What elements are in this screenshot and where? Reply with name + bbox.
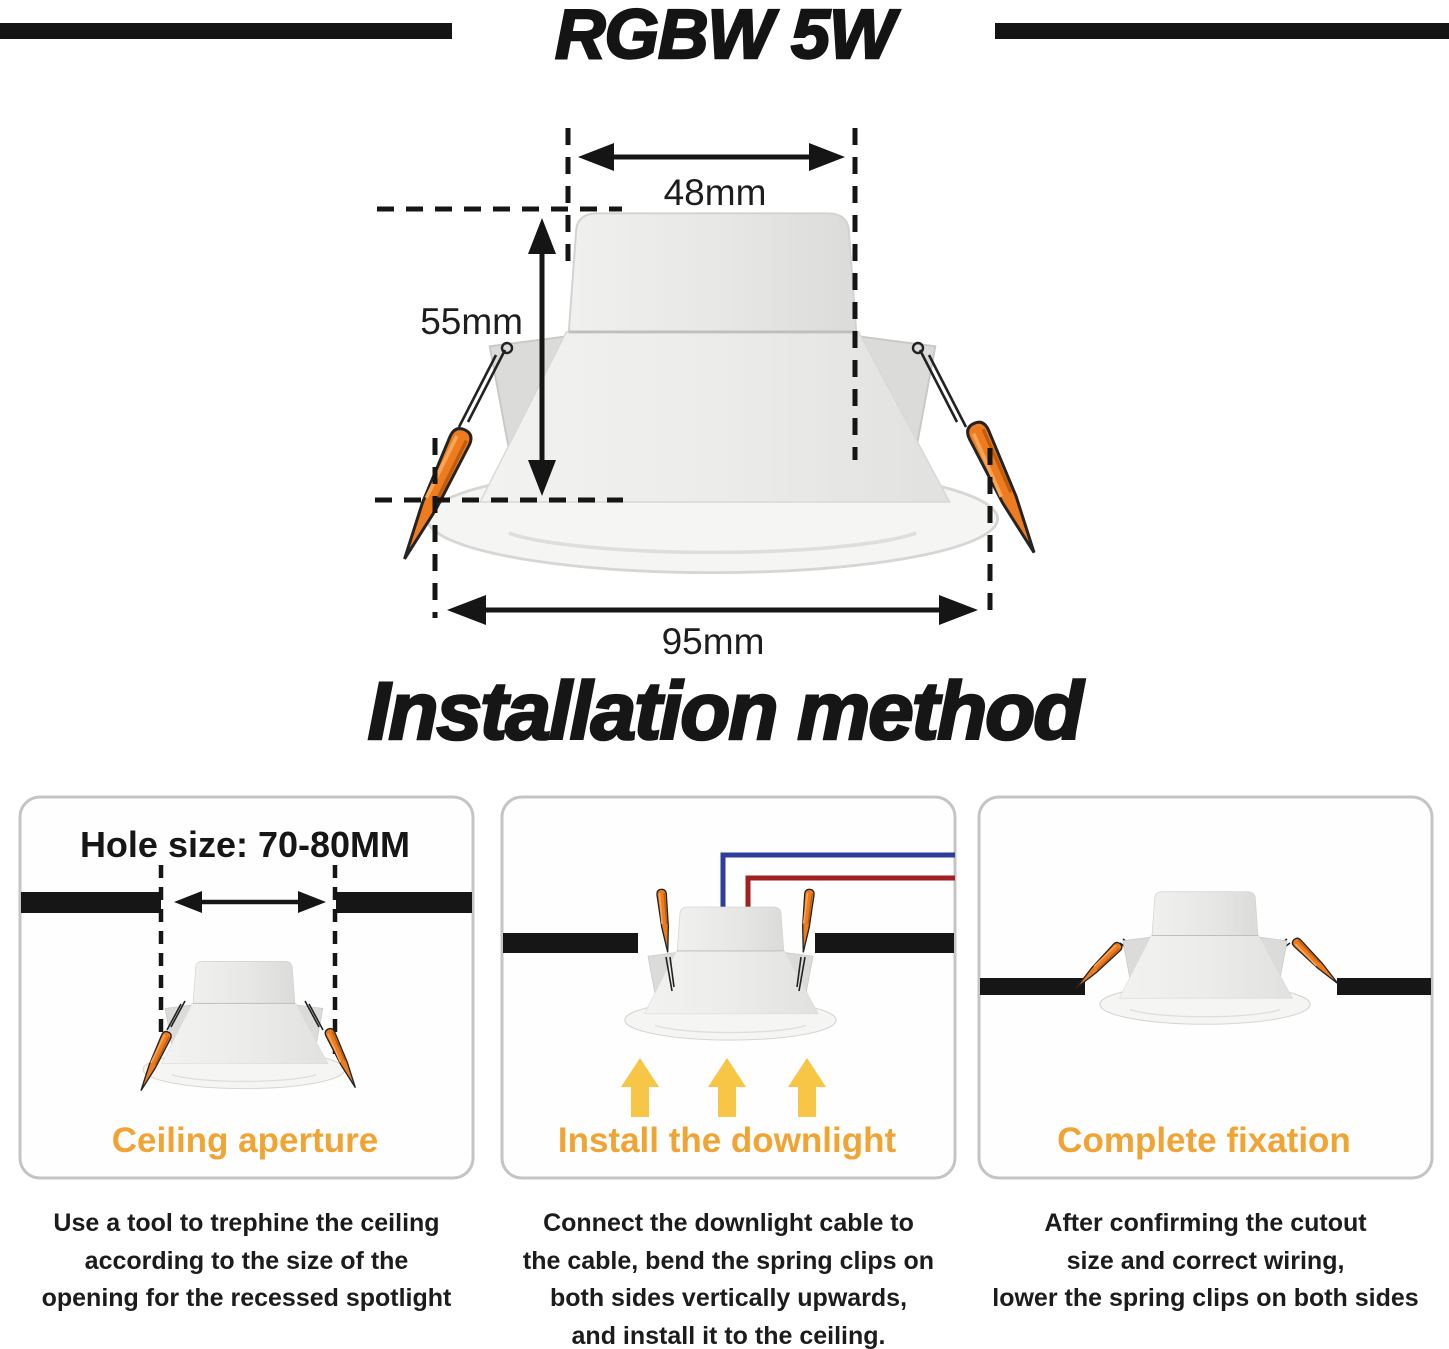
ceiling-bar-left bbox=[21, 892, 161, 913]
description-line: according to the size of the bbox=[84, 1246, 409, 1275]
up-arrow-icon bbox=[621, 1058, 659, 1117]
dim-55mm: 55mm bbox=[375, 206, 623, 503]
step-panel-complete-fixation: Complete fixation bbox=[977, 795, 1434, 1180]
ceiling-bar-right bbox=[336, 892, 472, 913]
description-line: lower the spring clips on both sides bbox=[992, 1284, 1419, 1312]
up-arrow-icon bbox=[708, 1058, 746, 1117]
description-line: Connect the downlight cable to bbox=[543, 1209, 914, 1237]
ceiling-bar-right bbox=[815, 933, 954, 953]
description-line: both sides vertically upwards, bbox=[549, 1284, 908, 1312]
ceiling-bar-left bbox=[503, 933, 638, 953]
spring-clip-right-icon bbox=[304, 1000, 361, 1091]
title-rule-left bbox=[0, 23, 452, 39]
downlight-figure-small bbox=[1071, 891, 1343, 1025]
description-line: Use a tool to trephine the ceiling bbox=[53, 1209, 440, 1237]
step-caption: Install the downlight bbox=[558, 1121, 897, 1160]
step-caption: Ceiling aperture bbox=[112, 1121, 378, 1160]
up-arrow-icon bbox=[788, 1058, 826, 1117]
hole-width-arrow-icon bbox=[174, 891, 326, 913]
step-description-3: After confirming the cutout size and cor… bbox=[977, 1205, 1434, 1318]
dim-48mm-label: 48mm bbox=[664, 172, 767, 213]
ceiling-bar-right bbox=[1337, 978, 1431, 995]
step-description-1: Use a tool to trephine the ceiling accor… bbox=[18, 1205, 475, 1318]
spring-clip-left-icon bbox=[393, 341, 514, 566]
installation-heading: Installation method bbox=[366, 665, 1084, 759]
title-rule-right bbox=[995, 23, 1449, 39]
description-line: and install it to the ceiling. bbox=[571, 1321, 886, 1349]
up-arrows bbox=[621, 1058, 826, 1117]
description-line: size and correct wiring, bbox=[1066, 1246, 1345, 1275]
step-panel-ceiling-aperture: Hole size: 70-80MM bbox=[18, 795, 475, 1180]
description-line: After confirming the cutout bbox=[1044, 1209, 1367, 1237]
page-title: RGBW 5W bbox=[554, 0, 896, 74]
step-caption: Complete fixation bbox=[1057, 1121, 1351, 1160]
dim-48mm: 48mm bbox=[565, 128, 858, 460]
downlight-figure bbox=[393, 211, 1046, 575]
description-line: the cable, bend the spring clips on bbox=[522, 1246, 935, 1275]
downlight-figure-small bbox=[624, 887, 837, 1041]
description-line: opening for the recessed spotlight bbox=[41, 1284, 452, 1312]
dim-55mm-label: 55mm bbox=[420, 301, 523, 342]
dim-95mm-label: 95mm bbox=[662, 621, 765, 662]
ceiling-bar-left bbox=[980, 978, 1085, 995]
downlight-figure-small bbox=[135, 960, 361, 1094]
step-panel-install-downlight: Install the downlight bbox=[500, 795, 957, 1180]
spring-clip-left-icon bbox=[655, 887, 675, 992]
spring-clip-right-icon bbox=[911, 341, 1046, 559]
step-description-2: Connect the downlight cable to the cable… bbox=[500, 1205, 957, 1349]
spring-clip-left-icon bbox=[135, 1000, 186, 1094]
spring-clip-right-icon bbox=[796, 887, 816, 992]
wire-blue bbox=[720, 852, 955, 920]
dim-95mm: 95mm bbox=[432, 438, 993, 662]
dimension-diagram: 48mm 55mm 95mm bbox=[375, 128, 1046, 662]
wire-red bbox=[745, 875, 955, 920]
hole-size-label: Hole size: 70-80MM bbox=[80, 824, 410, 865]
